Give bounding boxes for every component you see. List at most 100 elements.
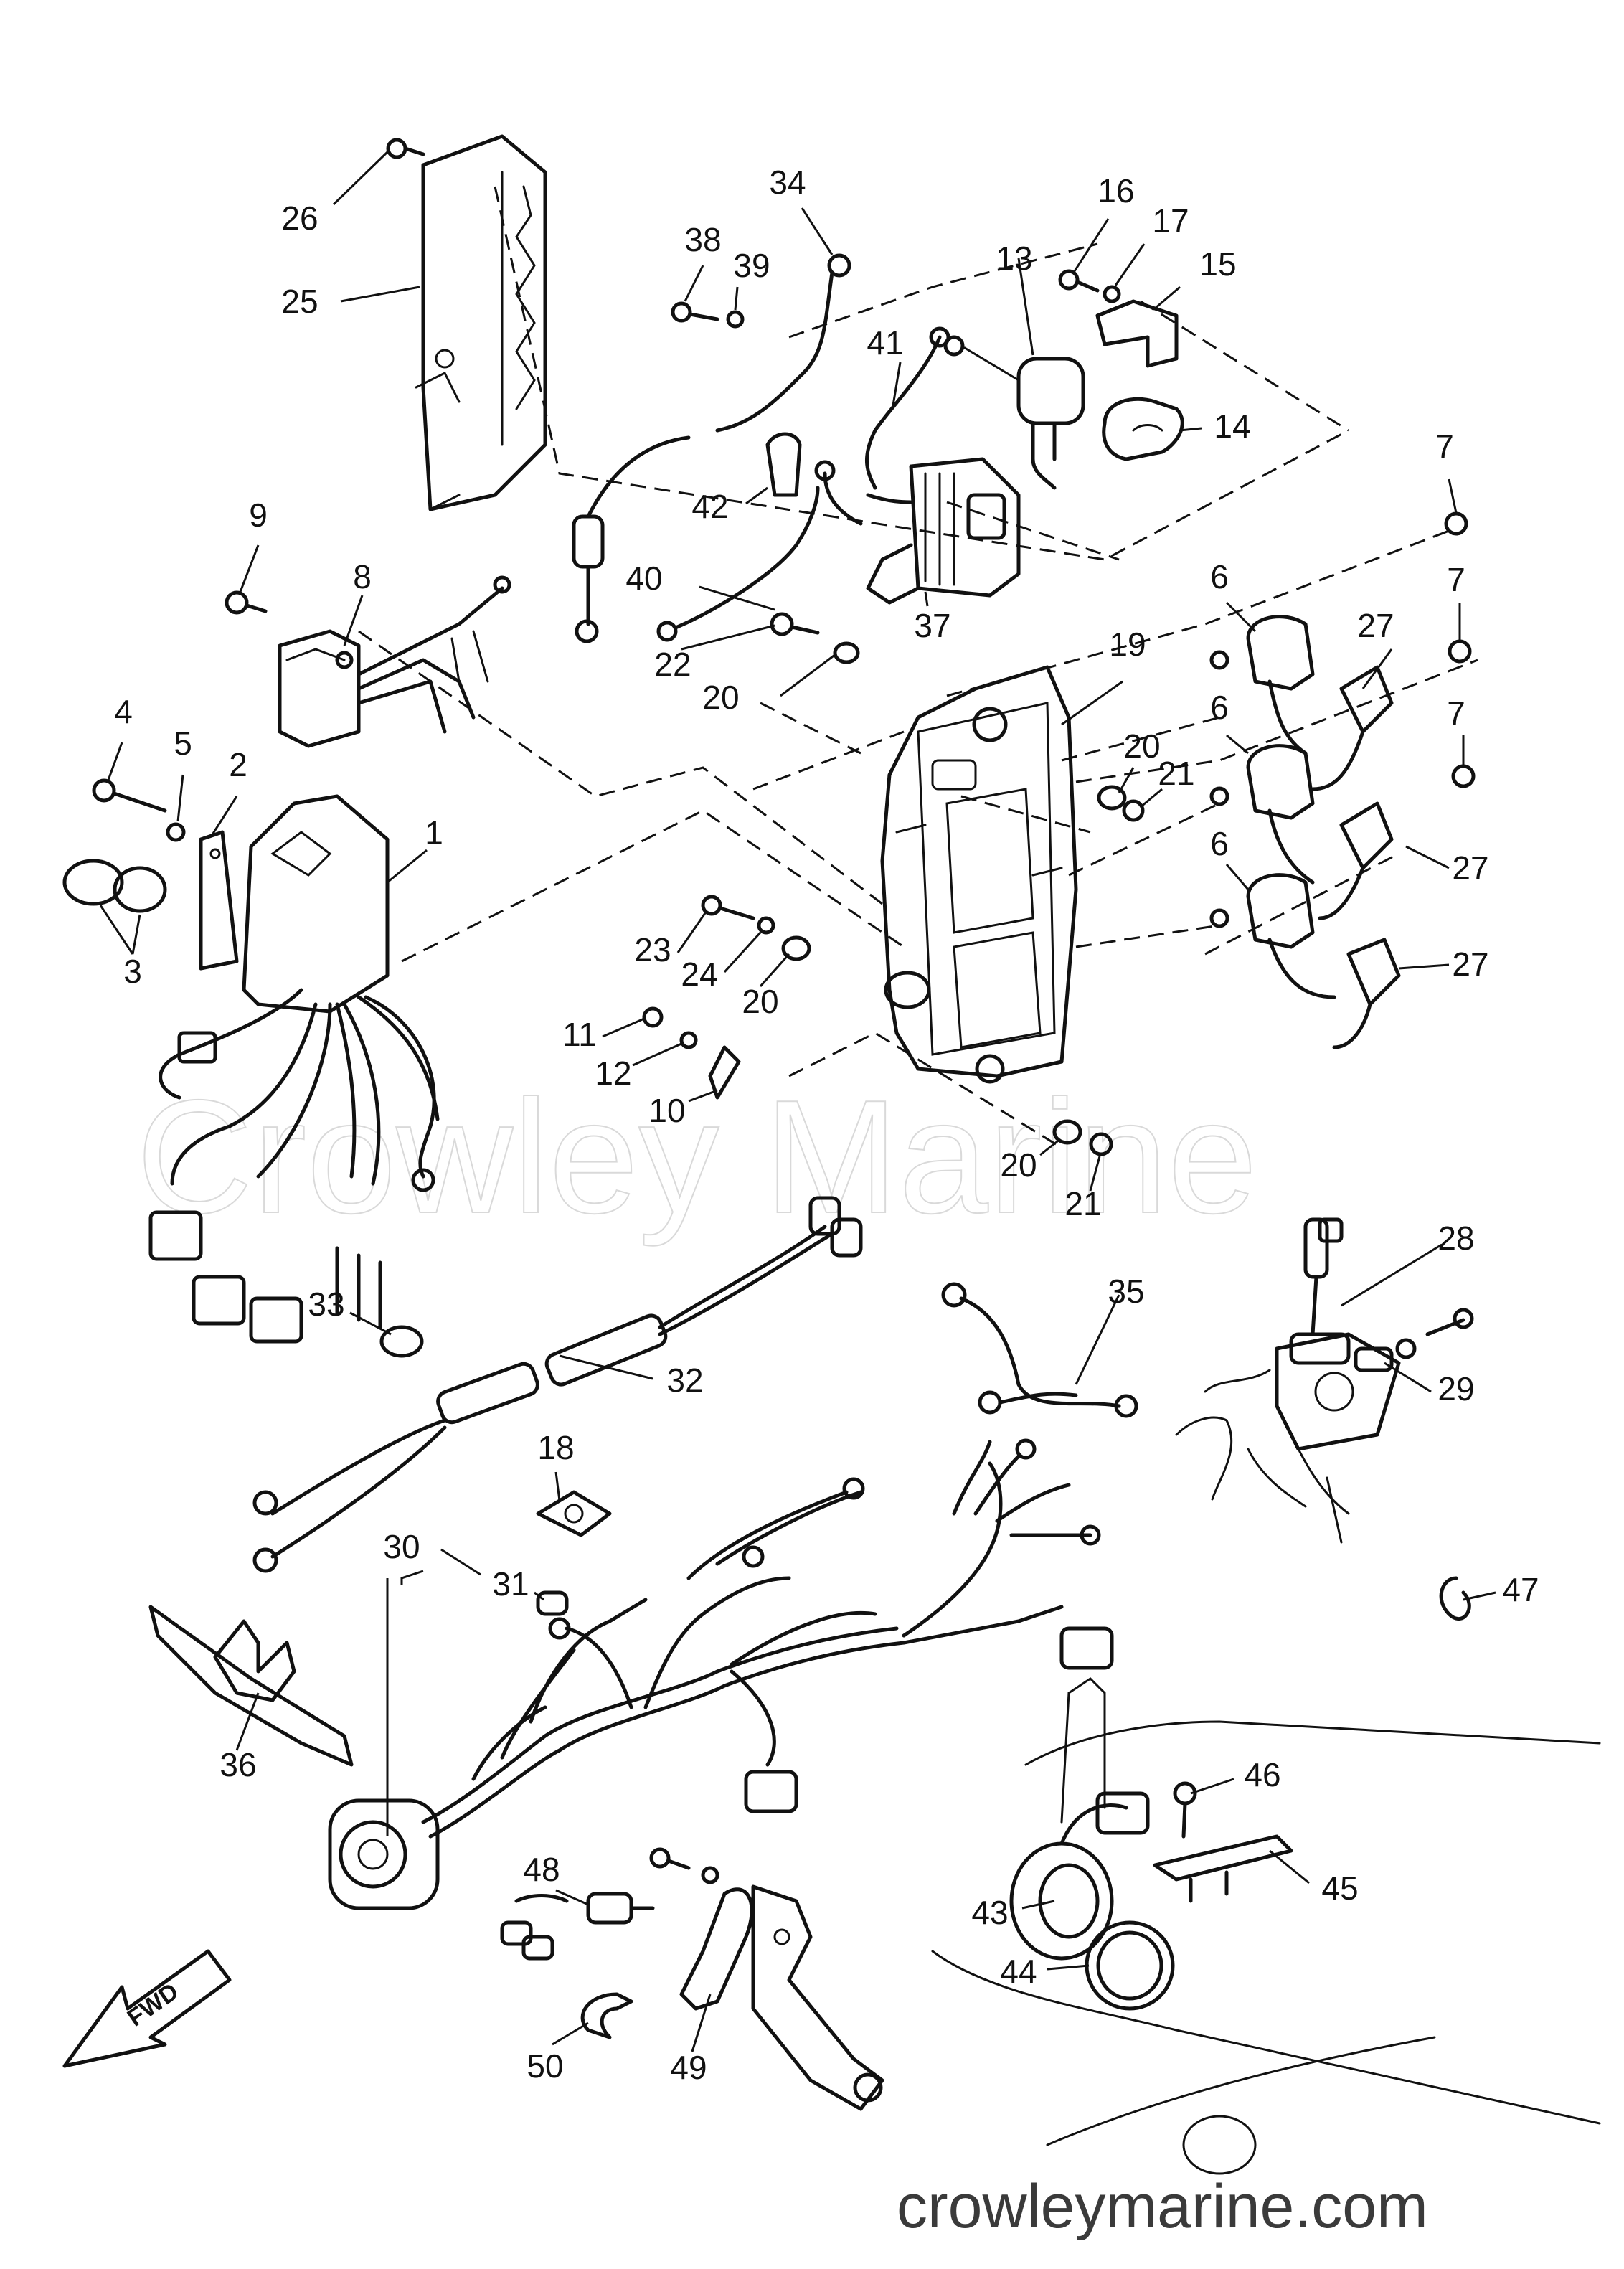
collar-21a xyxy=(1122,799,1145,822)
lever-bracket xyxy=(751,1884,884,2111)
callout-6-mid: 6 xyxy=(1210,689,1229,726)
switch-48 xyxy=(500,1892,655,1961)
callout-29: 29 xyxy=(1437,1370,1474,1407)
callout-7-top: 7 xyxy=(1435,428,1454,465)
ignition-coil-6a xyxy=(1209,615,1315,755)
callout-17: 17 xyxy=(1152,202,1189,240)
ground-lead-34 xyxy=(572,253,851,643)
callout-28: 28 xyxy=(1437,1220,1474,1257)
callout-20-top: 20 xyxy=(702,679,739,716)
grommet-20d xyxy=(1052,1119,1082,1145)
plate-29 xyxy=(1275,1308,1474,1451)
leader-lines xyxy=(99,151,1496,2052)
grommet-20a xyxy=(833,641,860,664)
callout-27-low: 27 xyxy=(1452,945,1488,983)
callout-7-mid: 7 xyxy=(1447,561,1465,598)
callout-32: 32 xyxy=(666,1362,703,1399)
nut-11 xyxy=(642,1006,664,1028)
cover-part-25 xyxy=(415,134,547,511)
callout-44: 44 xyxy=(1000,1953,1037,1990)
callout-2: 2 xyxy=(229,746,247,783)
screw-7c xyxy=(1451,764,1476,788)
callout-20-right: 20 xyxy=(1123,727,1160,765)
screw-26 xyxy=(386,138,425,159)
wire-harness-30 xyxy=(328,1438,1114,1910)
bolt-23 xyxy=(701,895,755,920)
relay-13 xyxy=(943,335,1085,490)
clamp-18 xyxy=(536,1490,612,1537)
callout-48: 48 xyxy=(523,1851,560,1888)
callout-14: 14 xyxy=(1214,407,1250,445)
washer-5 xyxy=(166,822,186,842)
cdi-unit-1 xyxy=(148,794,440,1344)
callout-40: 40 xyxy=(625,560,662,597)
callout-12: 12 xyxy=(595,1055,631,1092)
callout-38: 38 xyxy=(684,221,721,258)
lead-40 xyxy=(656,486,820,642)
fuse-31 xyxy=(536,1590,569,1616)
callout-22: 22 xyxy=(654,646,691,683)
callout-19: 19 xyxy=(1109,626,1146,663)
ignition-coil-6c xyxy=(1209,873,1336,999)
callout-10: 10 xyxy=(648,1092,685,1129)
clamp-33 xyxy=(379,1325,424,1358)
callout-43: 43 xyxy=(971,1894,1008,1931)
bracket-2 xyxy=(199,830,239,971)
callout-30: 30 xyxy=(383,1528,420,1565)
callout-13: 13 xyxy=(996,240,1032,277)
callout-11: 11 xyxy=(562,1016,597,1053)
plug-cap-27b xyxy=(1318,801,1394,920)
screw-16 xyxy=(1058,269,1100,293)
clamp-45 xyxy=(1153,1834,1293,1903)
callout-21-top: 21 xyxy=(1158,755,1194,792)
assembly-lines xyxy=(358,186,1478,1149)
grommet-20c xyxy=(781,935,811,961)
callout-50: 50 xyxy=(527,2047,563,2085)
clip-3 xyxy=(62,859,167,913)
washer-12 xyxy=(679,1031,698,1049)
cap-42 xyxy=(765,432,802,497)
fwd-arrow-icon: FWD xyxy=(62,1949,232,2068)
holder-14 xyxy=(1102,397,1184,461)
callout-6-low: 6 xyxy=(1210,825,1229,862)
rectifier-8 xyxy=(278,575,511,748)
callout-39: 39 xyxy=(733,247,770,284)
callout-45: 45 xyxy=(1321,1869,1358,1907)
callout-3: 3 xyxy=(123,953,142,990)
callout-5: 5 xyxy=(174,725,192,762)
screw-7a xyxy=(1444,511,1468,536)
sensor-28 xyxy=(1289,1217,1351,1365)
lower-cowling-outline xyxy=(931,1677,1601,2175)
screw-7b xyxy=(1448,639,1472,664)
callout-27-mid: 27 xyxy=(1452,849,1488,887)
washer-24 xyxy=(757,916,775,935)
callout-18: 18 xyxy=(537,1429,574,1466)
callout-46: 46 xyxy=(1244,1756,1280,1793)
callout-31: 31 xyxy=(492,1565,529,1603)
callout-6-top: 6 xyxy=(1210,558,1229,595)
bolt-4 xyxy=(92,778,167,813)
callout-15: 15 xyxy=(1199,245,1236,283)
callout-25: 25 xyxy=(281,283,318,320)
callout-9: 9 xyxy=(249,496,268,534)
engine-outline-dashed xyxy=(1175,1369,1350,1544)
callout-34: 34 xyxy=(769,164,806,201)
ground-lead-35 xyxy=(941,1282,1138,1418)
callout-4: 4 xyxy=(114,693,133,730)
callout-20-low: 20 xyxy=(1000,1146,1037,1184)
callout-42: 42 xyxy=(691,488,728,525)
grommet-20b xyxy=(1097,785,1127,811)
callout-49: 49 xyxy=(670,2049,707,2086)
site-url: crowleymarine.com xyxy=(897,2172,1428,2241)
plug-cap-27c xyxy=(1332,938,1401,1049)
washer-39 xyxy=(726,310,745,329)
plug-cap-27a xyxy=(1311,665,1394,791)
callout-33: 33 xyxy=(308,1286,344,1323)
callout-16: 16 xyxy=(1097,172,1134,209)
callout-23: 23 xyxy=(634,931,671,968)
lead-assembly-32 xyxy=(252,1196,863,1573)
bolt-46 xyxy=(1173,1781,1197,1839)
callout-8: 8 xyxy=(353,558,372,595)
callout-37: 37 xyxy=(914,607,950,644)
